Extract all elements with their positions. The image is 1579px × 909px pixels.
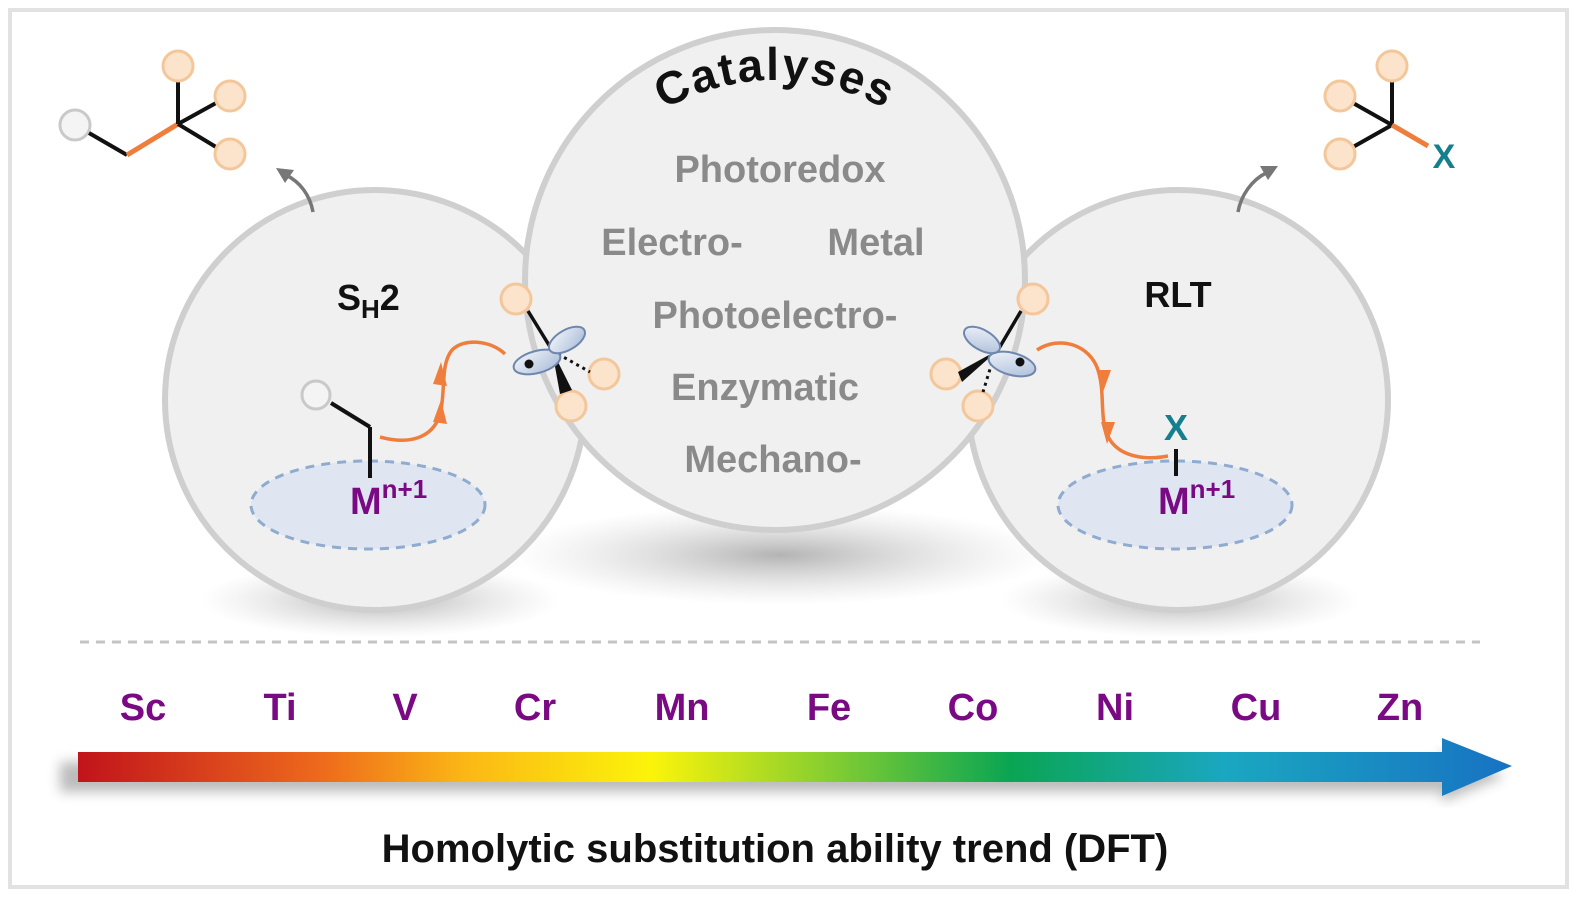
element-sc: Sc — [120, 687, 166, 729]
sh2-label: SH2 — [337, 277, 400, 324]
shadow-center — [510, 505, 1050, 605]
rlt-label: RLT — [1144, 274, 1211, 315]
left-metal-ellipse — [249, 459, 487, 551]
catalysis-photoelectro: Photoelectro- — [653, 295, 898, 337]
element-cu: Cu — [1231, 687, 1282, 729]
right-carbon-radical — [929, 282, 1050, 423]
right-product-x-group: X — [1433, 138, 1456, 176]
left-carbon-radical — [499, 282, 621, 423]
catalysis-metal: Metal — [827, 222, 924, 264]
left-product — [58, 49, 247, 171]
element-co: Co — [948, 687, 999, 729]
right-metal-ellipse — [1056, 459, 1294, 551]
right-radical-arrow — [1036, 341, 1169, 460]
left-alkyl-group — [300, 379, 372, 478]
catalysis-enzymatic: Enzymatic — [671, 367, 859, 409]
element-ti: Ti — [263, 687, 296, 729]
element-zn: Zn — [1377, 687, 1423, 729]
right-metal-label: Mn+1 — [1158, 474, 1235, 523]
trend-arrow — [60, 738, 1512, 802]
center-sphere — [522, 27, 1028, 533]
element-mn: Mn — [655, 687, 710, 729]
catalysis-mechano: Mechano- — [684, 439, 861, 481]
right-x-group: X — [1164, 407, 1188, 448]
trend-caption: Homolytic substitution ability trend (DF… — [382, 827, 1169, 871]
right-product — [1323, 49, 1430, 171]
element-cr: Cr — [514, 687, 556, 729]
left-product-arrow — [285, 173, 315, 213]
catalysis-electro: Electro- — [601, 222, 742, 264]
right-product-arrow — [1236, 171, 1267, 213]
element-ni: Ni — [1096, 687, 1134, 729]
element-v: V — [392, 687, 418, 729]
catalysis-photoredox: Photoredox — [674, 149, 885, 191]
element-fe: Fe — [807, 687, 851, 729]
left-metal-label: Mn+1 — [350, 474, 427, 523]
